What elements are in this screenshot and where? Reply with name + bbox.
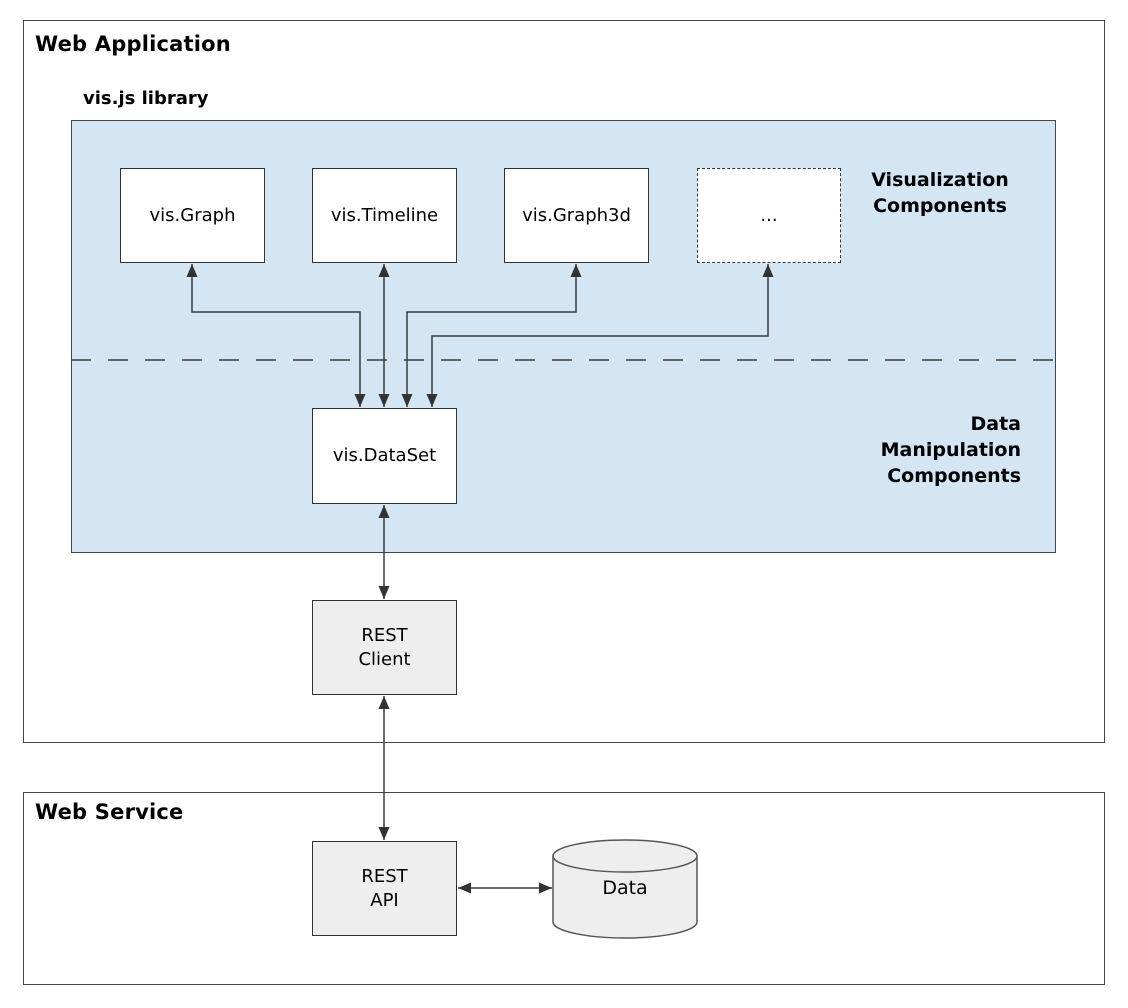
visualization-components-label: Visualization Components: [871, 169, 1009, 217]
visjs-library-title: vis.js library: [83, 88, 209, 109]
web-application-title: Web Application: [35, 32, 231, 56]
component-box-vis-timeline: vis.Timeline: [312, 168, 457, 263]
component-box-more: ...: [697, 168, 841, 263]
rest-client-box: REST Client: [312, 600, 457, 695]
web-service-title: Web Service: [35, 800, 184, 824]
component-box-vis-dataset: vis.DataSet: [312, 408, 457, 504]
rest-api-box: REST API: [312, 841, 457, 936]
component-box-vis-graph3d: vis.Graph3d: [504, 168, 649, 263]
component-box-vis-graph: vis.Graph: [120, 168, 265, 263]
data-manipulation-components-label: Data Manipulation Components: [880, 413, 1021, 487]
data-cylinder-label: Data: [602, 877, 648, 899]
